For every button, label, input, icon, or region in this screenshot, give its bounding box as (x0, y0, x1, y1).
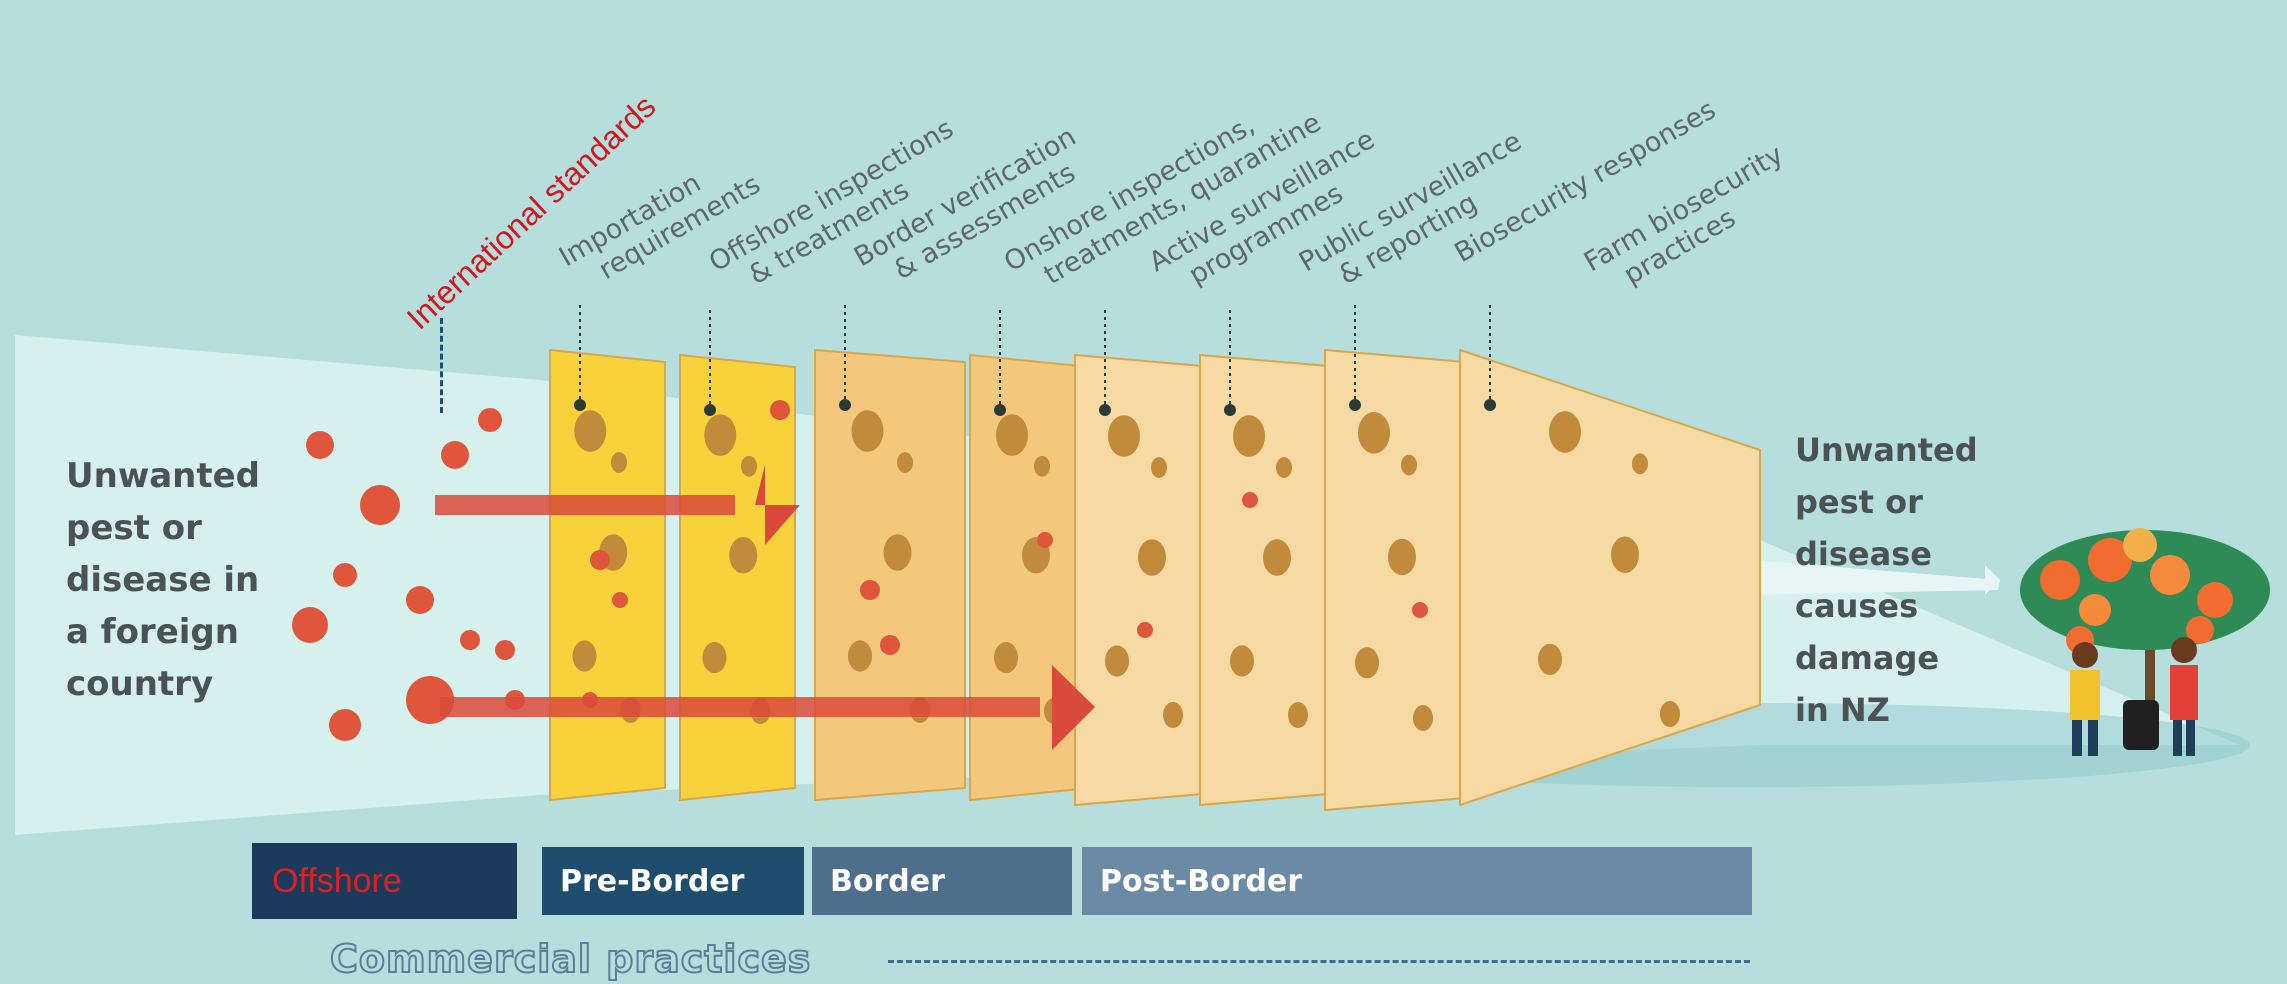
pest-icon (478, 408, 502, 432)
pest-icon (770, 400, 790, 420)
pest-icon (1412, 602, 1428, 618)
right-label-line: pest or (1795, 476, 1995, 528)
pest-icon (590, 550, 610, 570)
pest-icon (612, 592, 628, 608)
pest-icon (460, 630, 480, 650)
cheese-slice (1075, 310, 1215, 805)
left-label-line: pest or (66, 502, 306, 554)
stage-border: Border (812, 847, 1072, 915)
right-label-line: damage (1795, 632, 1995, 684)
pest-arrow-upper (435, 495, 735, 515)
pest-icon (860, 580, 880, 600)
cheese-slice (815, 305, 965, 800)
pest-arrow-lower (440, 697, 1040, 717)
cheese-slice (680, 310, 795, 800)
international-standards-dash (440, 318, 443, 413)
stage-post-border: Post-Border (1082, 847, 1752, 915)
nz-damage-label: Unwanted pest or disease causes damage i… (1795, 424, 1995, 736)
pest-icon (329, 709, 361, 741)
left-label-line: disease in (66, 554, 306, 606)
left-label-line: country (66, 658, 306, 710)
pest-icon (495, 640, 515, 660)
pest-icon (441, 441, 469, 469)
stage-pre-border: Pre-Border (542, 847, 804, 915)
stage-offshore: Offshore (252, 843, 517, 919)
right-label-line: disease (1795, 528, 1995, 580)
pest-icon (1242, 492, 1258, 508)
left-label-line: a foreign (66, 606, 306, 658)
commercial-practices-dash (888, 960, 1750, 963)
pest-icon (306, 431, 334, 459)
cheese-slice (1200, 310, 1340, 805)
pest-icon (1137, 622, 1153, 638)
foreign-country-label: Unwanted pest or disease in a foreign co… (66, 450, 306, 710)
cheese-slice (1325, 305, 1465, 810)
pest-icon (880, 635, 900, 655)
left-label-line: Unwanted (66, 450, 306, 502)
pest-icon (360, 485, 400, 525)
pest-icon (333, 563, 357, 587)
commercial-practices-label: Commercial practices (330, 937, 811, 981)
right-label-line: in NZ (1795, 684, 1995, 736)
pest-icon (406, 586, 434, 614)
right-label-line: causes (1795, 580, 1995, 632)
cheese-layers (550, 305, 1760, 810)
pest-icon (1037, 532, 1053, 548)
cheese-slice (550, 305, 665, 800)
right-label-line: Unwanted (1795, 424, 1995, 476)
